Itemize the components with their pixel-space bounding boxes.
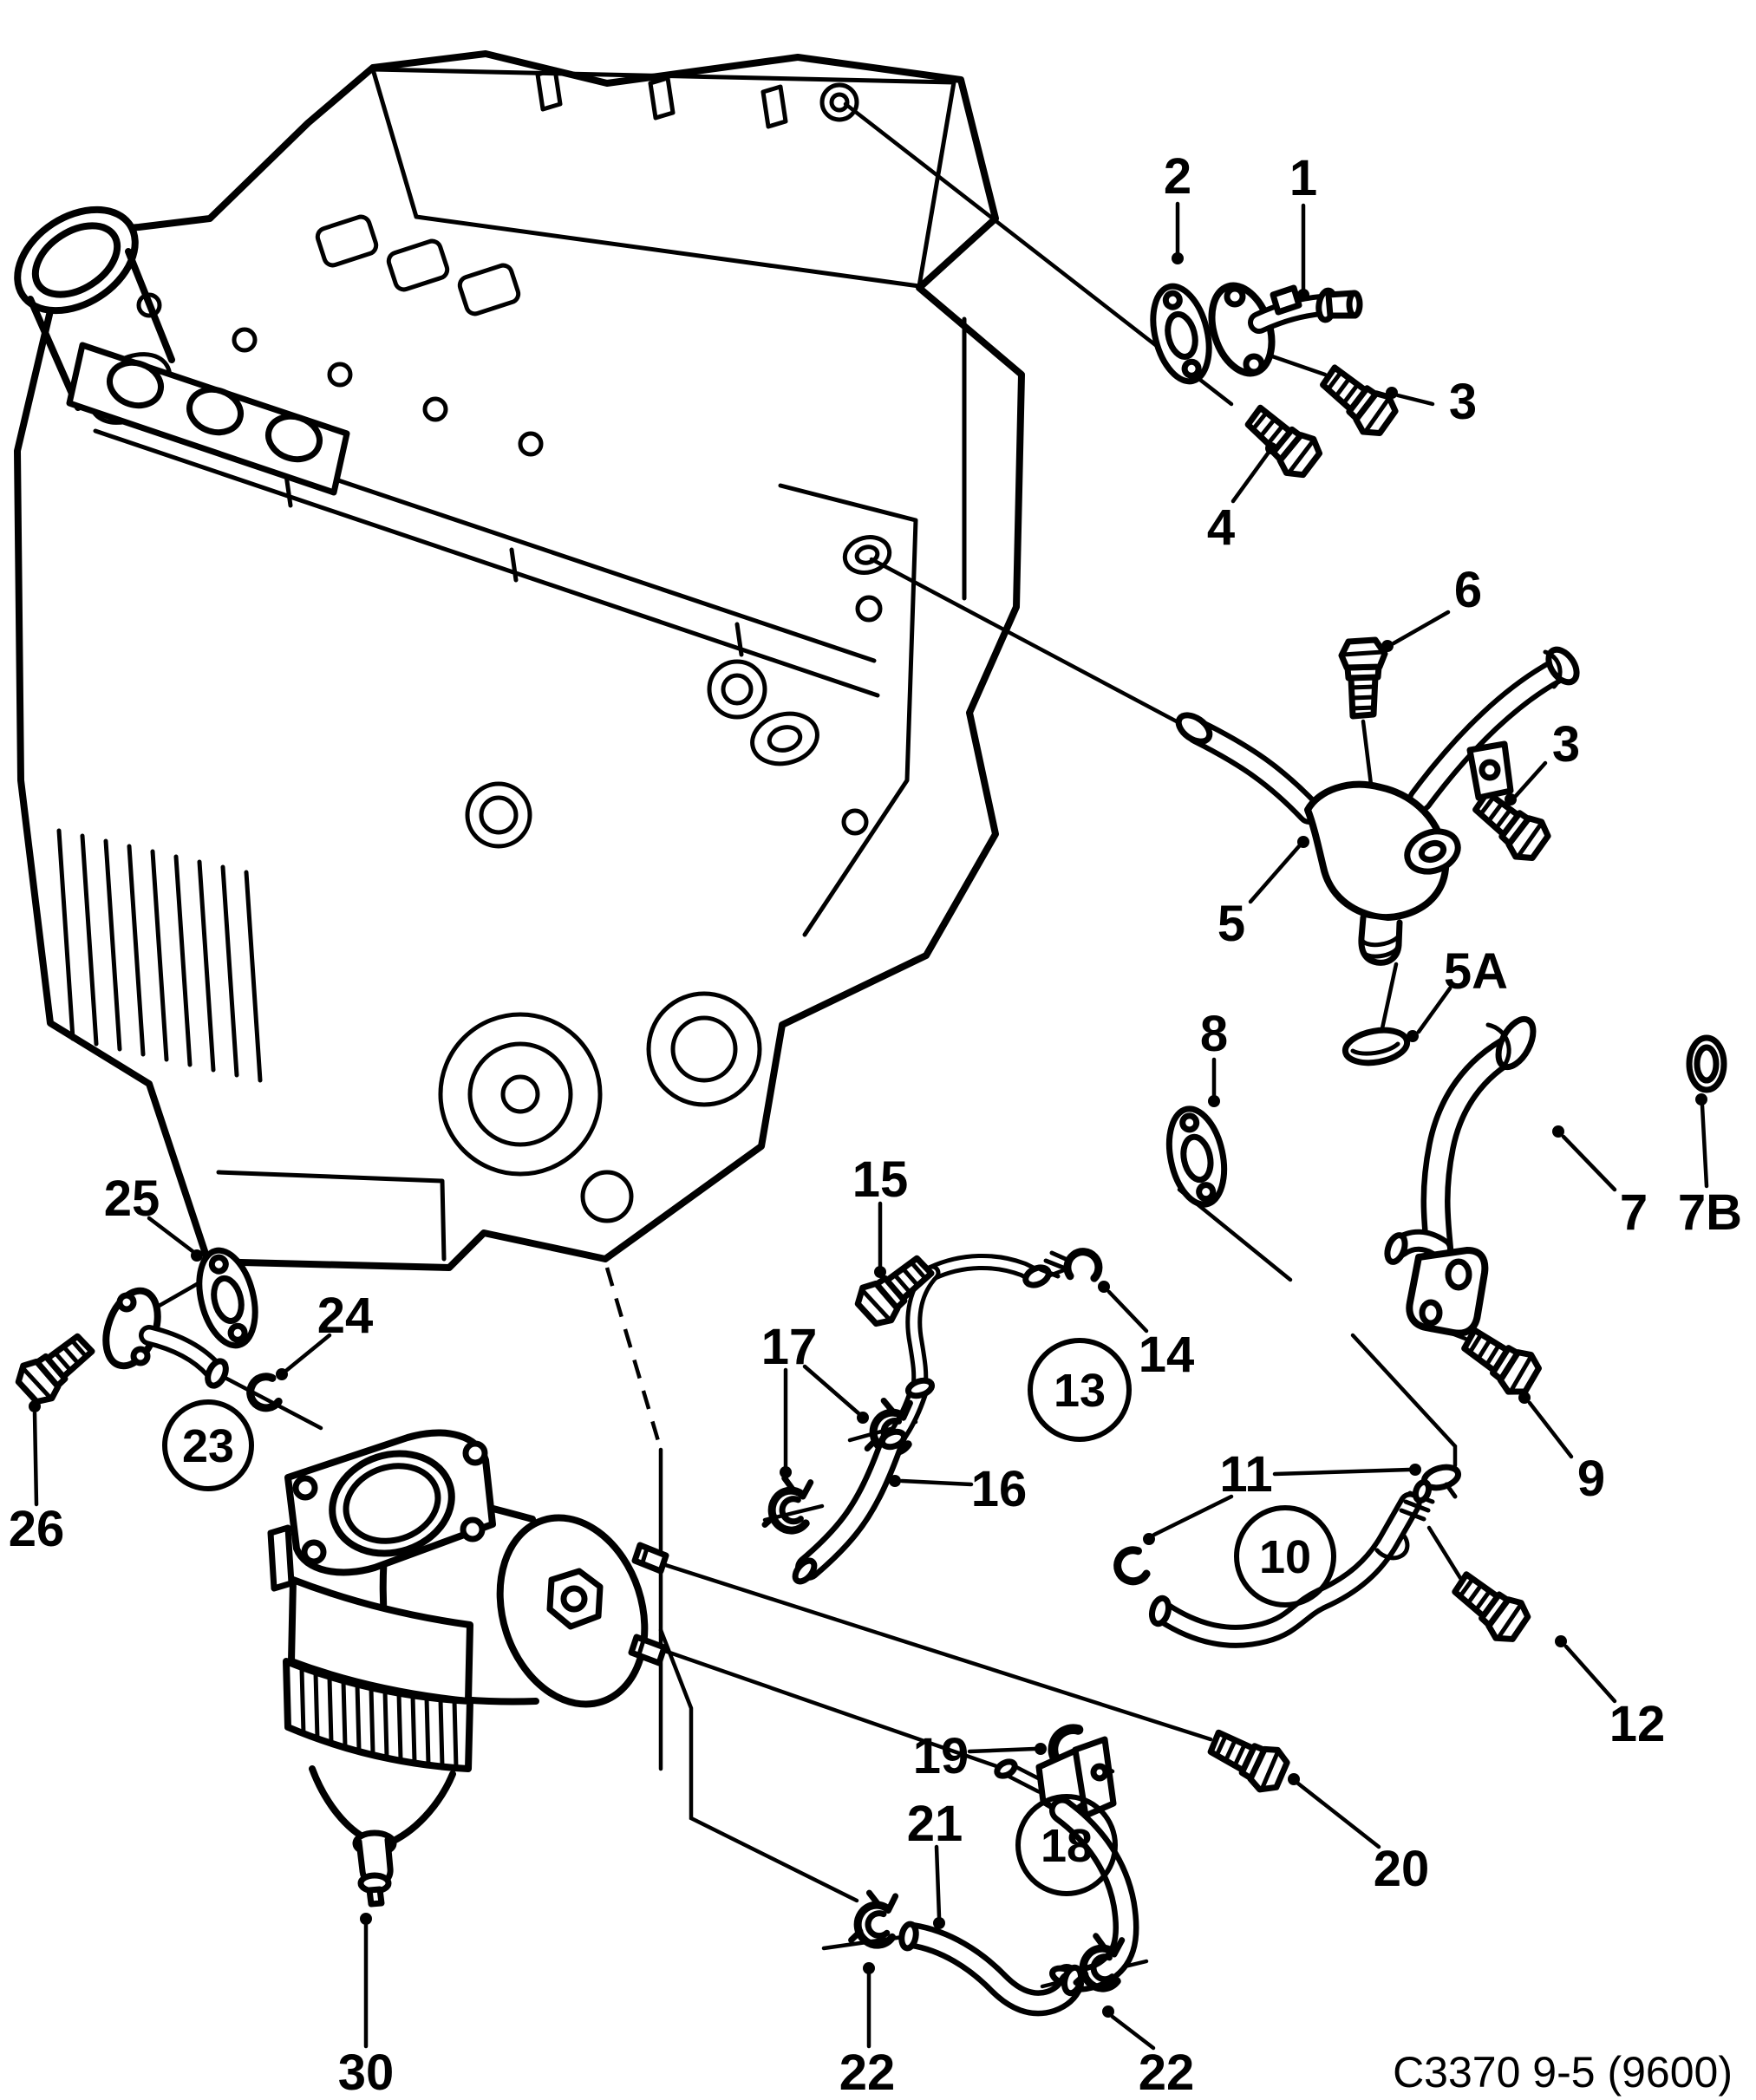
engine-block-art [14, 50, 1025, 1271]
elbow-pipe-23-art [102, 1287, 229, 1389]
bolt-20-art [1204, 1723, 1291, 1797]
callout-5a-label: 5A [1444, 943, 1508, 1000]
circled-group-23: 23 [162, 1399, 254, 1491]
callout-20-label: 20 [1374, 1841, 1430, 1897]
o-ring-5a-art [1341, 1027, 1411, 1066]
callout-7-label: 7 [1620, 1184, 1648, 1241]
callout-7b-label: 7B [1678, 1184, 1742, 1241]
callout-16-label: 16 [971, 1461, 1028, 1517]
group-13-label: 13 [1054, 1365, 1106, 1417]
circled-group-10: 10 [1234, 1505, 1336, 1608]
bolt-4-art [1239, 399, 1325, 481]
circled-group-13: 13 [1028, 1338, 1132, 1442]
callout-26-label: 26 [9, 1501, 65, 1557]
c-clip-14-art [1067, 1250, 1100, 1278]
callout-labels: 2 1 3 4 6 3 5 5A 8 7 7B 25 15 24 17 14 1… [9, 148, 1742, 2100]
callout-24-label: 24 [317, 1288, 374, 1344]
leader-lines [32, 201, 1709, 2051]
bolt-26-art [12, 1327, 99, 1408]
callout-12-label: 12 [1609, 1696, 1666, 1752]
coolant-pipe-7-art [1384, 1015, 1537, 1337]
gasket-2-art [1144, 280, 1217, 387]
hose-16-art [792, 1428, 908, 1585]
callout-22-right-label: 22 [1139, 2045, 1195, 2100]
callout-3-upper-label: 3 [1449, 374, 1477, 430]
callout-9-label: 9 [1577, 1451, 1605, 1507]
coolant-pipe-10-art [1148, 1478, 1435, 1648]
callout-21-label: 21 [907, 1796, 963, 1852]
gasket-8-art [1161, 1104, 1232, 1210]
callout-17-label: 17 [761, 1319, 818, 1375]
c-clip-11-art [1113, 1548, 1148, 1586]
bolt-9-art [1457, 1321, 1544, 1399]
callout-4-label: 4 [1207, 499, 1235, 556]
figure-code: C3370 9-5 (9600) [1393, 2048, 1733, 2097]
leader-dots [29, 252, 1707, 2018]
callout-6-label: 6 [1454, 562, 1482, 618]
callout-1-label: 1 [1289, 150, 1317, 206]
y-coolant-pipe-5-art [1175, 646, 1580, 966]
callout-8-label: 8 [1200, 1006, 1228, 1062]
callout-2-label: 2 [1164, 148, 1191, 205]
circled-group-18: 18 [1015, 1794, 1118, 1896]
callout-30-label: 30 [338, 2045, 395, 2100]
coolant-pipe-13-art [883, 1250, 1070, 1451]
callout-15-label: 15 [852, 1151, 909, 1208]
c-clip-24-art [247, 1375, 280, 1412]
callout-5-label: 5 [1217, 896, 1245, 952]
callout-3-right-label: 3 [1552, 716, 1580, 773]
bolt-6-art [1341, 640, 1385, 716]
group-23-label: 23 [182, 1420, 234, 1472]
fuel-filter-30-art [267, 1429, 669, 1908]
water-outlet-pipe-1-art [1208, 282, 1363, 377]
bolt-3-upper-art [1315, 359, 1401, 440]
clamp-17-lower-art [759, 1475, 817, 1535]
callout-11-label: 11 [1219, 1446, 1272, 1503]
callout-14-label: 14 [1139, 1327, 1195, 1383]
callout-25-label: 25 [104, 1171, 160, 1227]
group-10-label: 10 [1259, 1531, 1311, 1583]
hose-21-art [898, 1921, 1085, 2017]
group-18-label: 18 [1041, 1820, 1093, 1872]
callout-22-left-label: 22 [839, 2045, 896, 2100]
callout-19-label: 19 [913, 1728, 969, 1784]
o-ring-7b-art [1686, 1034, 1727, 1093]
